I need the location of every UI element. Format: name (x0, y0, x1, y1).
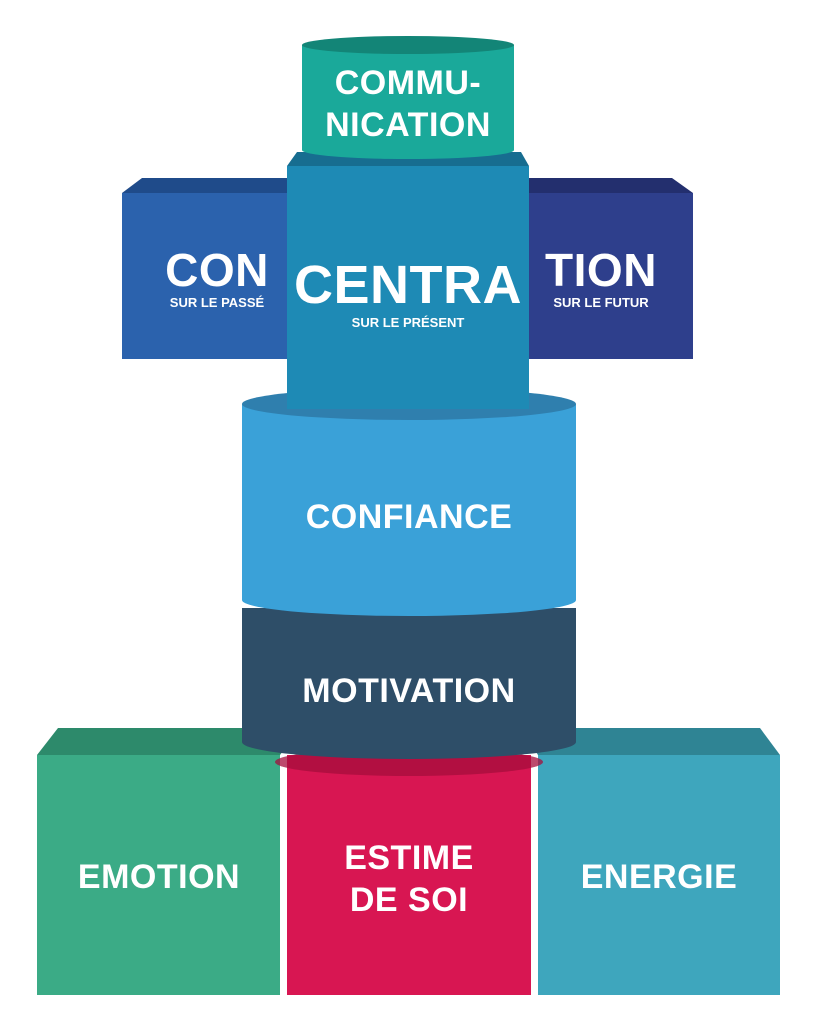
present-sub-label: SUR LE PRÉSENT (352, 315, 465, 330)
communication-label-line2: NICATION (325, 106, 491, 144)
confiance-cylinder: CONFIANCE (242, 388, 576, 616)
confiance-label: CONFIANCE (306, 498, 513, 536)
concentration-center-block: CENTRA SUR LE PRÉSENT (287, 152, 529, 409)
motivation-label: MOTIVATION (302, 672, 515, 710)
communication-cylinder: COMMU- NICATION (302, 36, 514, 159)
communication-label-line1: COMMU- (335, 64, 482, 102)
centra-label: CENTRA (294, 255, 522, 315)
estime-label-line1: ESTIME (344, 839, 474, 877)
energie-block: ENERGIE (520, 728, 780, 995)
concentration-right-block: TION SUR LE FUTUR (527, 178, 693, 359)
future-sub-label: SUR LE FUTUR (553, 295, 649, 310)
emotion-label: EMOTION (78, 858, 240, 896)
emotion-block: EMOTION (37, 728, 300, 995)
past-sub-label: SUR LE PASSÉ (170, 295, 265, 310)
motivation-cylinder: MOTIVATION (242, 608, 576, 759)
con-label: CON (165, 244, 269, 296)
estime-label-line2: DE SOI (350, 881, 468, 919)
tion-label: TION (545, 244, 657, 296)
estime-de-soi-block: ESTIME DE SOI (287, 755, 531, 995)
energie-label: ENERGIE (581, 858, 738, 896)
concentration-left-block: CON SUR LE PASSÉ (122, 178, 290, 359)
